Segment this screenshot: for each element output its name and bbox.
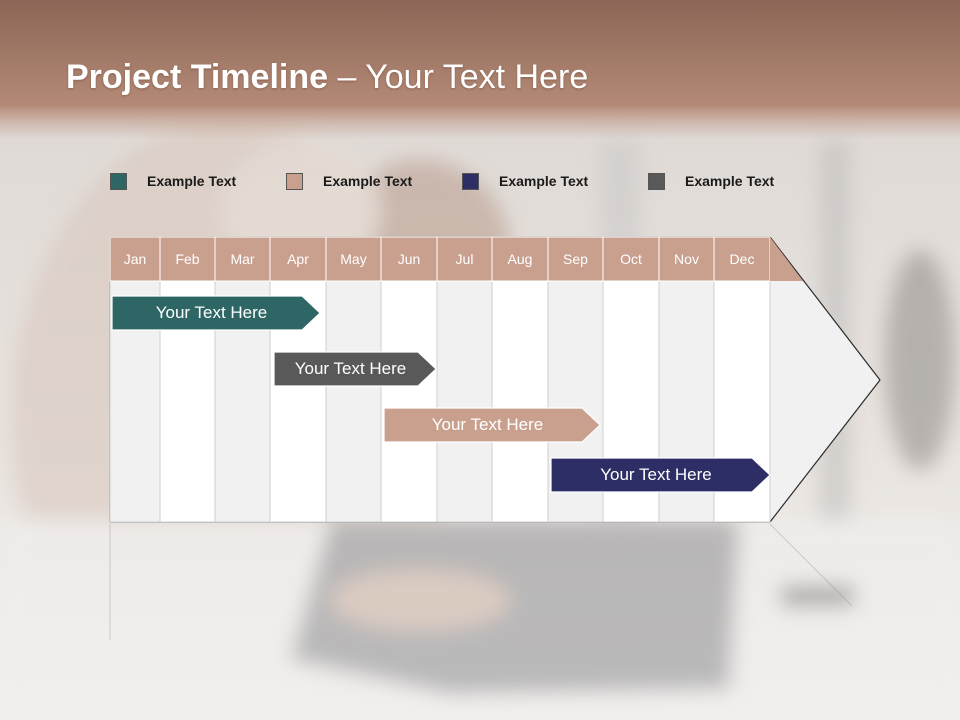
month-column bbox=[436, 280, 493, 523]
legend-label-2: Example Text bbox=[323, 173, 413, 189]
legend-swatch-2 bbox=[286, 172, 303, 190]
month-oct: Oct bbox=[620, 251, 642, 267]
legend-label-3: Example Text bbox=[499, 173, 589, 189]
task-label-1: Your Text Here bbox=[155, 303, 268, 322]
task-arrow-3 bbox=[383, 407, 601, 443]
month-nov: Nov bbox=[674, 251, 699, 267]
task-label-2: Your Text Here bbox=[294, 359, 407, 378]
legend-label-4: Example Text bbox=[685, 173, 775, 189]
month-header-cell bbox=[547, 236, 604, 282]
legend-swatch-3 bbox=[462, 172, 479, 190]
month-feb: Feb bbox=[175, 251, 200, 267]
month-header-cell bbox=[380, 236, 438, 282]
month-header-cell bbox=[602, 236, 660, 282]
legend-item-4: Example Text bbox=[648, 170, 774, 192]
month-dec: Dec bbox=[729, 251, 755, 267]
header-arrow-tip bbox=[770, 237, 803, 281]
month-header-cell bbox=[214, 236, 271, 282]
legend-item-1: Example Text bbox=[110, 170, 236, 192]
month-jan: Jan bbox=[123, 251, 147, 267]
legend-label-1: Example Text bbox=[147, 173, 237, 189]
month-header-cell bbox=[159, 236, 216, 282]
month-header-cell bbox=[325, 236, 382, 282]
task-arrow-4 bbox=[550, 457, 771, 493]
title-rest: – Your Text Here bbox=[328, 58, 589, 96]
month-sep: Sep bbox=[563, 251, 588, 267]
month-aug: Aug bbox=[507, 251, 533, 267]
month-may: May bbox=[340, 251, 367, 267]
month-jul: Jul bbox=[455, 251, 474, 267]
slide-title: Project Timeline – Your Text Here bbox=[66, 58, 588, 97]
month-header-cell bbox=[658, 236, 715, 282]
task-arrow-2 bbox=[273, 351, 437, 387]
task-label-4: Your Text Here bbox=[600, 465, 712, 484]
legend-swatch-4 bbox=[648, 172, 665, 190]
timeline-reflection bbox=[109, 523, 853, 640]
month-column bbox=[380, 280, 438, 523]
month-header-cell bbox=[109, 236, 161, 282]
month-header-cell bbox=[269, 236, 327, 282]
legend-swatch-1 bbox=[110, 172, 127, 190]
legend-item-2: Example Text bbox=[286, 170, 412, 192]
month-column bbox=[491, 280, 549, 523]
task-label-3: Your Text Here bbox=[431, 415, 544, 434]
month-column bbox=[325, 280, 382, 523]
month-jun: Jun bbox=[397, 251, 421, 267]
legend-item-3: Example Text bbox=[462, 170, 588, 192]
month-apr: Apr bbox=[287, 251, 309, 267]
task-arrow-1 bbox=[111, 295, 321, 331]
title-bold: Project Timeline bbox=[66, 58, 329, 96]
month-mar: Mar bbox=[230, 251, 255, 267]
